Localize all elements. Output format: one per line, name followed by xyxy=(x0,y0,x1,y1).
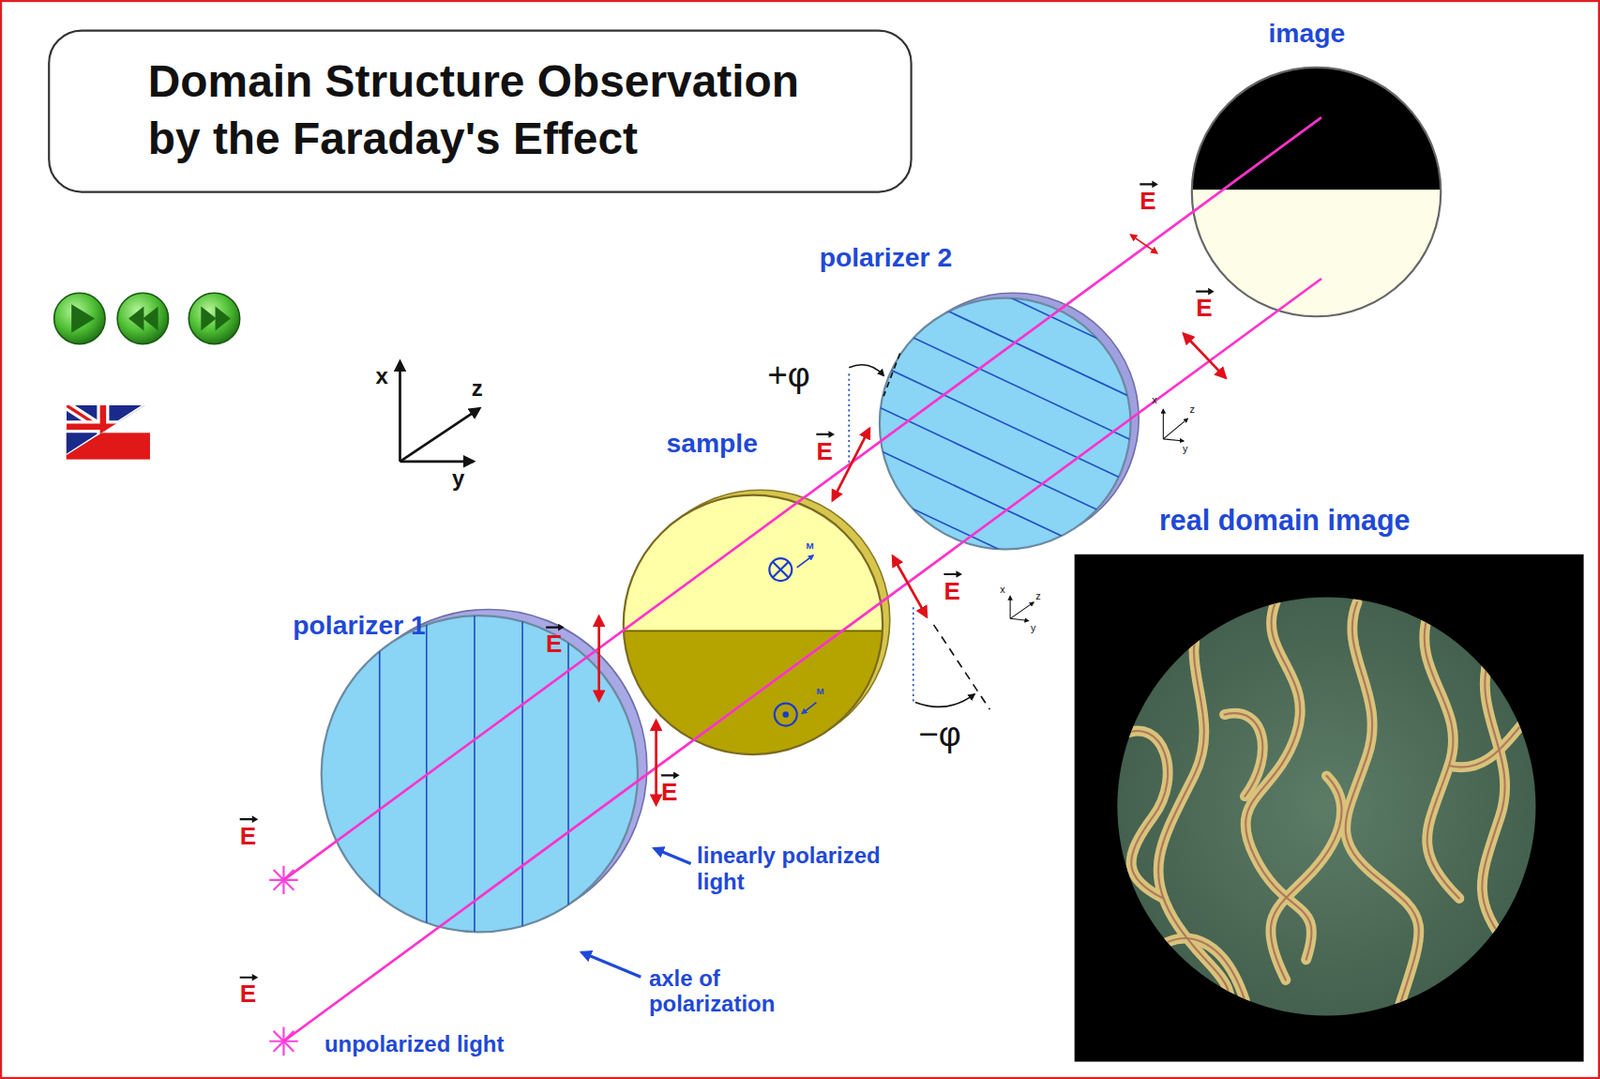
field-vector: E xyxy=(661,777,678,806)
domain-photo xyxy=(1074,554,1585,1062)
magnetization-label: M xyxy=(806,541,815,552)
label-text: image xyxy=(1267,16,1345,48)
label-text: y xyxy=(1030,622,1036,634)
field-vector: E xyxy=(815,437,832,466)
nav-buttons xyxy=(54,292,241,344)
label-text: y xyxy=(1182,442,1188,454)
label-text: E xyxy=(815,437,832,465)
axis-label: z xyxy=(1035,589,1041,603)
magnetization-label: M xyxy=(815,685,824,696)
label-text: polarizer 2 xyxy=(819,241,953,273)
vector-arrow xyxy=(1194,286,1216,297)
vector-arrow xyxy=(942,569,964,579)
language-flag xyxy=(66,405,151,460)
label-text: polarizer 1 xyxy=(292,609,426,641)
label-text: unpolarized light xyxy=(324,1030,504,1057)
axes xyxy=(399,361,480,462)
axis-label: z xyxy=(1190,403,1195,416)
axis-label: x xyxy=(999,583,1005,596)
label-text: +φ xyxy=(767,355,811,394)
label-text: E xyxy=(661,777,678,805)
angle-marks xyxy=(848,352,990,710)
label-text: z xyxy=(1035,589,1041,602)
axis-label: z xyxy=(471,375,484,402)
label-text: x xyxy=(375,362,388,389)
callout-text: linearly polarized light xyxy=(696,843,902,895)
label-text: y xyxy=(452,465,465,491)
label-text: sample xyxy=(665,427,757,459)
label-text: E xyxy=(240,821,257,849)
field-vector: E xyxy=(943,576,960,605)
label-text: E xyxy=(545,629,562,657)
label-text: E xyxy=(1139,186,1156,214)
title-box xyxy=(48,30,911,193)
axis-label: y xyxy=(452,465,465,492)
vector-arrow xyxy=(239,814,260,824)
leader-arrows xyxy=(581,847,691,977)
label-text: E xyxy=(240,979,257,1007)
label-text: x xyxy=(1151,393,1157,406)
angle-label: −φ xyxy=(918,714,962,755)
label-text: E xyxy=(1195,293,1212,321)
part-name: polarizer 1 xyxy=(292,610,426,642)
light-source xyxy=(269,865,298,1056)
label-text: z xyxy=(471,375,484,401)
angle-label: +φ xyxy=(767,355,811,396)
part-name: real domain image xyxy=(1159,503,1411,537)
label-text: axle of polarization xyxy=(649,965,775,1017)
label-text: linearly polarized light xyxy=(696,843,881,895)
vector-arrow xyxy=(660,769,681,780)
vector-arrow xyxy=(815,429,836,439)
vector-arrow xyxy=(239,972,260,982)
part-name: sample xyxy=(665,428,757,460)
part-name: unpolarized light xyxy=(324,1030,504,1057)
label-text: z xyxy=(1190,403,1195,415)
part-name: image xyxy=(1267,18,1345,50)
axis-label: x xyxy=(375,362,388,390)
field-vector: E xyxy=(545,629,562,658)
vector-arrow xyxy=(1138,179,1160,189)
label-text: E xyxy=(943,576,960,604)
vector-arrow xyxy=(544,622,566,633)
field-vector: E xyxy=(240,979,257,1008)
callout-text: axle of polarization xyxy=(649,965,798,1017)
label-text: real domain image xyxy=(1159,503,1411,536)
label-text: M xyxy=(806,541,815,552)
part-name: polarizer 2 xyxy=(819,242,953,274)
title: Domain Structure Observation by the Fara… xyxy=(148,53,832,168)
axis-label: y xyxy=(1182,442,1188,455)
field-vector: E xyxy=(240,821,257,850)
axis-label: x xyxy=(1151,393,1157,407)
label-text: x xyxy=(999,583,1005,595)
label-text: −φ xyxy=(918,714,962,754)
field-vector: E xyxy=(1139,186,1156,215)
polarizer-1-disc xyxy=(321,602,648,950)
label-text: M xyxy=(815,685,824,696)
field-vector: E xyxy=(1195,293,1212,322)
axis-label: y xyxy=(1030,622,1036,635)
